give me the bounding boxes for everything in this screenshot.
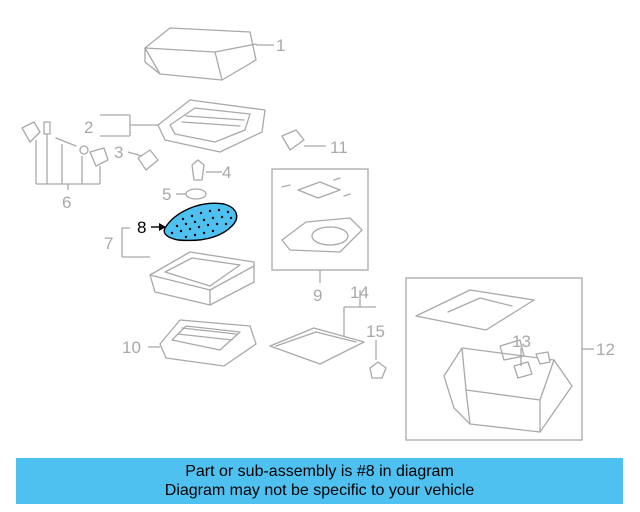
part-1-lid-cover — [144, 27, 257, 81]
callout-6: 6 — [62, 193, 71, 212]
callout-13: 13 — [512, 332, 531, 351]
part-14-mat — [269, 327, 365, 365]
part-12-console-assembly — [415, 289, 573, 433]
part-10-lower-frame — [159, 319, 257, 367]
leader-8-arrowhead — [159, 223, 166, 231]
callout-11: 11 — [330, 138, 348, 157]
callout-2: 2 — [84, 118, 93, 137]
part-7-base-tray — [149, 251, 255, 306]
leader-3 — [127, 151, 143, 157]
part-2-lid-inner — [157, 99, 266, 153]
part-3-clip — [137, 149, 159, 171]
callout-10: 10 — [122, 338, 141, 357]
part-5-washer — [185, 188, 207, 200]
part-15-fastener — [369, 361, 387, 379]
callout-5: 5 — [162, 185, 171, 204]
part-11-clip — [281, 129, 305, 151]
info-banner: Part or sub-assembly is #8 in diagram Di… — [16, 458, 623, 504]
part-9-components — [281, 177, 363, 253]
banner-line-1: Part or sub-assembly is #8 in diagram — [185, 463, 454, 480]
part-8-pad-highlighted — [163, 202, 238, 242]
leader-2 — [100, 114, 158, 137]
part-6-small-parts — [21, 121, 109, 167]
callout-12: 12 — [596, 340, 615, 359]
parts-diagram: 1 2 3 4 5 6 7 8 9 10 11 12 13 14 15 — [21, 27, 615, 441]
callout-3: 3 — [114, 143, 123, 162]
leader-6 — [35, 134, 101, 190]
callout-7: 7 — [104, 234, 113, 253]
callout-9: 9 — [313, 286, 322, 305]
callout-1: 1 — [276, 36, 285, 55]
callout-15: 15 — [366, 322, 385, 341]
leader-7 — [121, 227, 150, 258]
part-4-bolt — [191, 159, 205, 181]
part-12-box — [405, 277, 583, 441]
callout-8: 8 — [137, 218, 146, 237]
leader-14 — [343, 290, 376, 336]
callout-4: 4 — [222, 163, 231, 182]
banner-line-2: Diagram may not be specific to your vehi… — [164, 482, 475, 499]
callout-14: 14 — [350, 283, 369, 302]
